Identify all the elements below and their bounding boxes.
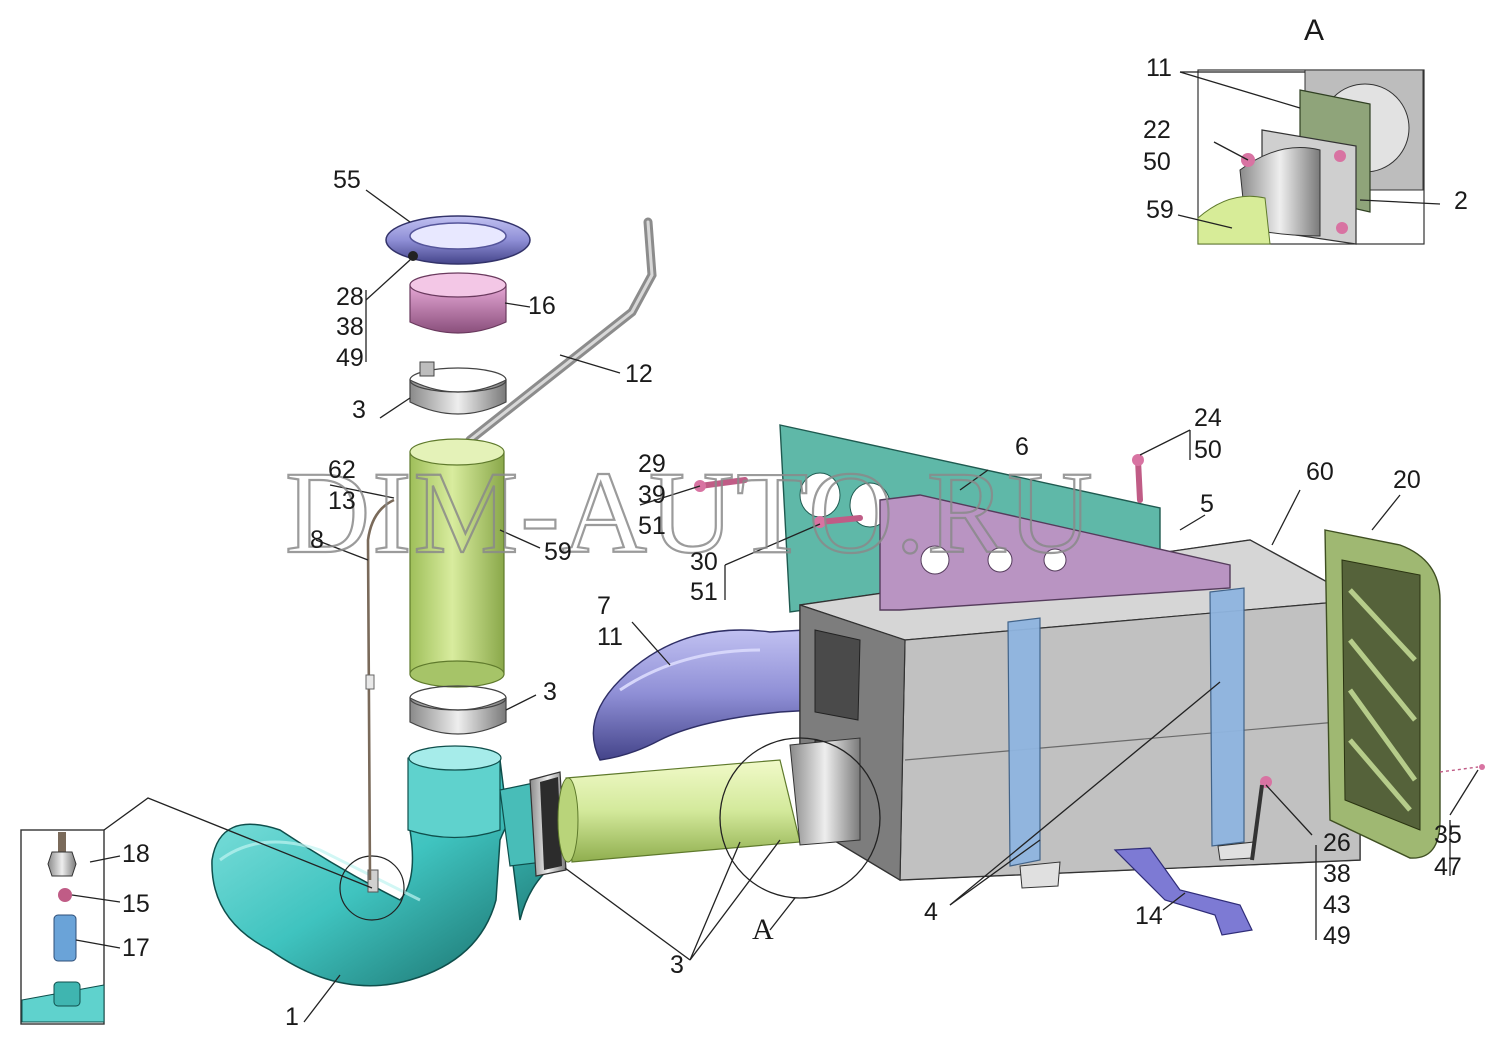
- straps-4: [1007, 587, 1255, 889]
- watermark: DIM-AUTO.RU: [285, 447, 1095, 578]
- label-28: 28: [336, 283, 364, 311]
- label-5: 5: [1200, 490, 1214, 518]
- label-14: 14: [1135, 902, 1163, 930]
- label-6: 6: [1015, 433, 1029, 461]
- detail-view-a: [1197, 69, 1425, 245]
- label-12: 12: [625, 360, 653, 388]
- label-62: 62: [328, 456, 356, 484]
- label-24: 24: [1194, 404, 1222, 432]
- label-15: 15: [122, 890, 150, 918]
- detail-a-marker: [719, 737, 881, 899]
- label-2: 2: [1454, 187, 1468, 215]
- label-30: 30: [690, 548, 718, 576]
- pipe-59-vertical: [409, 438, 505, 688]
- label-50-main: 50: [1194, 436, 1222, 464]
- label-49-top: 49: [336, 344, 364, 372]
- label-3-bottom: 3: [670, 951, 684, 979]
- inset-sensor-fitting: [20, 829, 105, 1025]
- label-60: 60: [1306, 458, 1334, 486]
- end-plate-20: [1324, 529, 1441, 859]
- label-50-detail: 50: [1143, 148, 1171, 176]
- clamp-3-horizontal: [529, 771, 567, 877]
- bolts: [694, 454, 1485, 861]
- label-3-middle: 3: [543, 678, 557, 706]
- label-51-b: 51: [690, 578, 718, 606]
- label-43: 43: [1323, 891, 1351, 919]
- exhaust-elbow-1: [211, 745, 561, 987]
- gasket-16: [409, 272, 507, 334]
- leader-lines: [71, 71, 1479, 1023]
- clamp-3-middle: [409, 685, 507, 735]
- label-49-bottom: 49: [1323, 922, 1351, 950]
- label-7: 7: [597, 592, 611, 620]
- label-11-main: 11: [597, 623, 623, 651]
- label-26: 26: [1323, 829, 1351, 857]
- pipe-7-violet: [592, 627, 851, 761]
- pipe-59-horizontal: [557, 759, 801, 863]
- label-8: 8: [310, 526, 324, 554]
- label-35: 35: [1434, 821, 1462, 849]
- label-55: 55: [333, 166, 361, 194]
- label-16: 16: [528, 292, 556, 320]
- view-a-title: A: [1304, 14, 1324, 47]
- support-14: [1113, 847, 1253, 936]
- label-59-main: 59: [544, 538, 572, 566]
- bracket-5: [879, 494, 1231, 611]
- label-1: 1: [285, 1003, 299, 1031]
- label-39: 39: [638, 481, 666, 509]
- label-4: 4: [924, 898, 938, 926]
- label-17: 17: [122, 934, 150, 962]
- label-22: 22: [1143, 116, 1171, 144]
- label-47: 47: [1434, 853, 1462, 881]
- label-13: 13: [328, 487, 356, 515]
- sensor-line-8: [366, 498, 395, 881]
- label-11-detail: 11: [1146, 54, 1172, 82]
- label-20: 20: [1393, 466, 1421, 494]
- label-38-bottom: 38: [1323, 860, 1351, 888]
- part-labels: A 11 22 50 59 2 55 28 38 49 16 12 3 62 1…: [122, 14, 1468, 1031]
- label-a-circle: A: [752, 913, 774, 946]
- clamp-55: [385, 215, 531, 265]
- clamp-3-top: [409, 361, 507, 415]
- label-3-top: 3: [352, 396, 366, 424]
- label-51-a: 51: [638, 512, 666, 540]
- label-29: 29: [638, 450, 666, 478]
- label-59-detail: 59: [1146, 196, 1174, 224]
- label-18: 18: [122, 840, 150, 868]
- label-38-top: 38: [336, 313, 364, 341]
